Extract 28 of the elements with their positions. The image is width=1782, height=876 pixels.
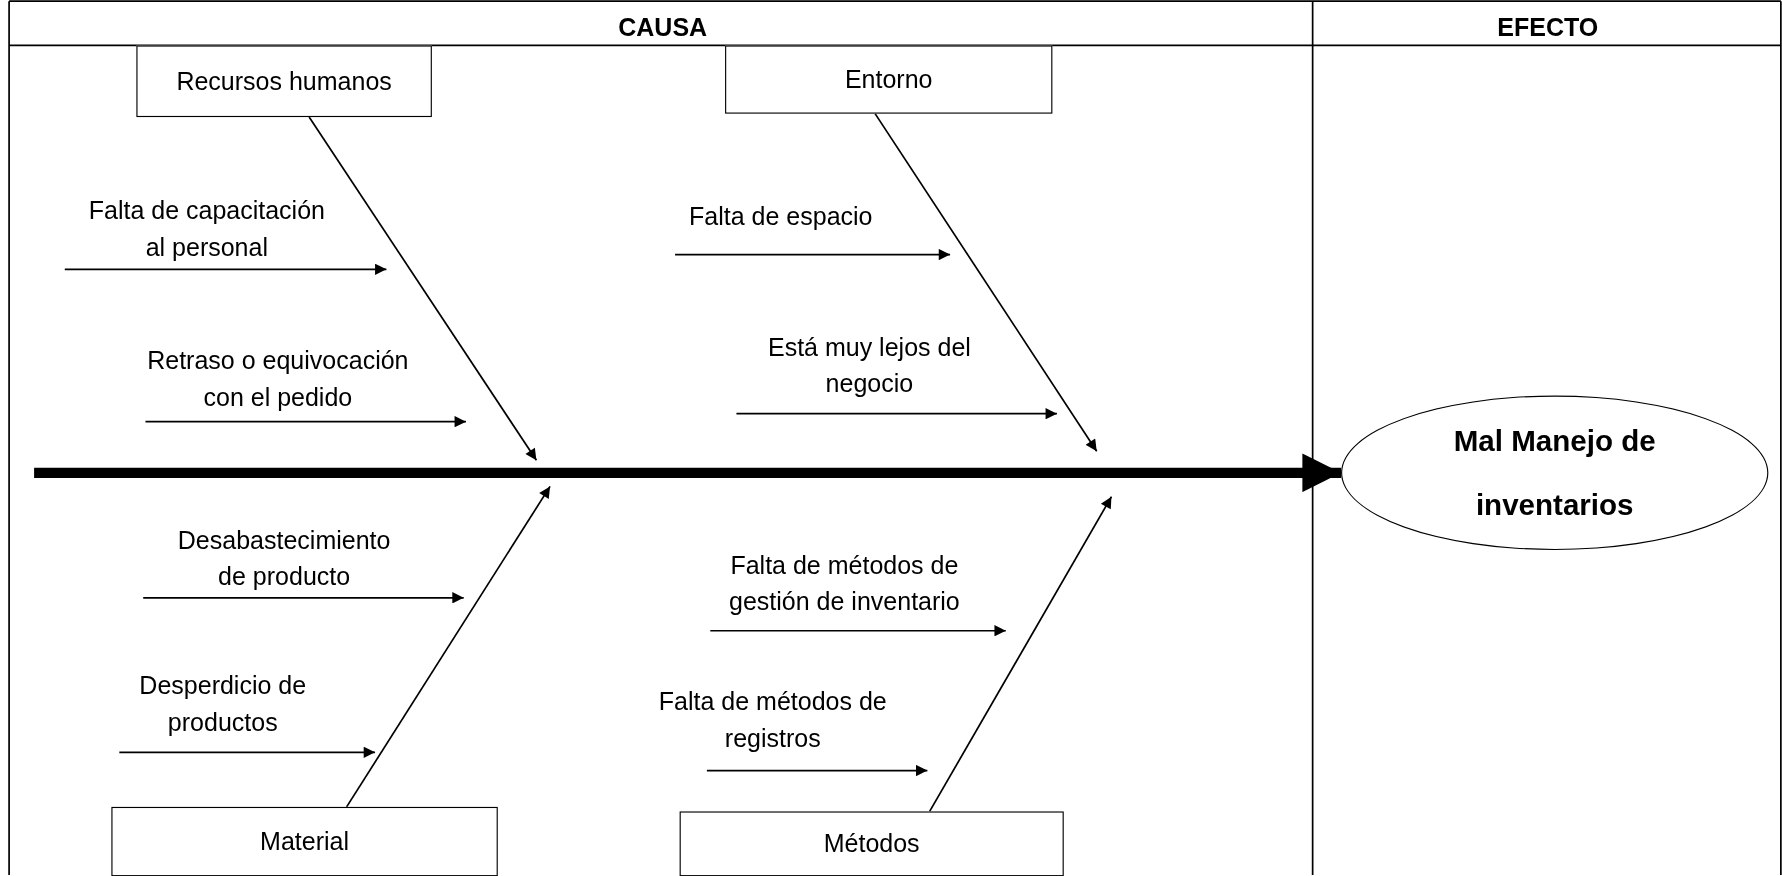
- category-box: Entorno: [725, 45, 1053, 114]
- effect-ellipse: Mal Manejo de inventarios: [1341, 395, 1769, 551]
- arrow: [928, 495, 1113, 813]
- arrow: [735, 408, 1058, 420]
- arrow: [63, 263, 388, 276]
- cause-text: Desperdicio de productos: [119, 668, 326, 741]
- cause-text: Falta de métodos de registros: [636, 684, 910, 757]
- cause-text: Está muy lejos del negocio: [736, 329, 989, 403]
- cause-text: Falta de espacio: [650, 198, 912, 238]
- column-header: EFECTO: [1497, 13, 1599, 44]
- arrow: [308, 116, 538, 462]
- category-box: Métodos: [679, 811, 1064, 876]
- cause-text: Retraso o equivocación con el pedido: [138, 343, 418, 416]
- arrow: [345, 485, 551, 808]
- column-header: CAUSA: [618, 13, 708, 44]
- cause-text: Falta de métodos de gestión de inventario: [702, 547, 987, 621]
- category-box: Material: [111, 806, 498, 876]
- arrow: [142, 592, 465, 604]
- arrow: [709, 625, 1007, 637]
- arrow: [674, 248, 951, 261]
- arrow: [144, 415, 467, 428]
- arrow: [118, 746, 376, 759]
- cause-text: Falta de capacitación al personal: [64, 193, 332, 266]
- arrow: [874, 112, 1098, 453]
- cause-text: Desabastecimiento de producto: [143, 522, 398, 596]
- arrow: [706, 764, 929, 777]
- spine-arrow: [34, 453, 1342, 493]
- category-box: Recursos humanos: [136, 45, 432, 118]
